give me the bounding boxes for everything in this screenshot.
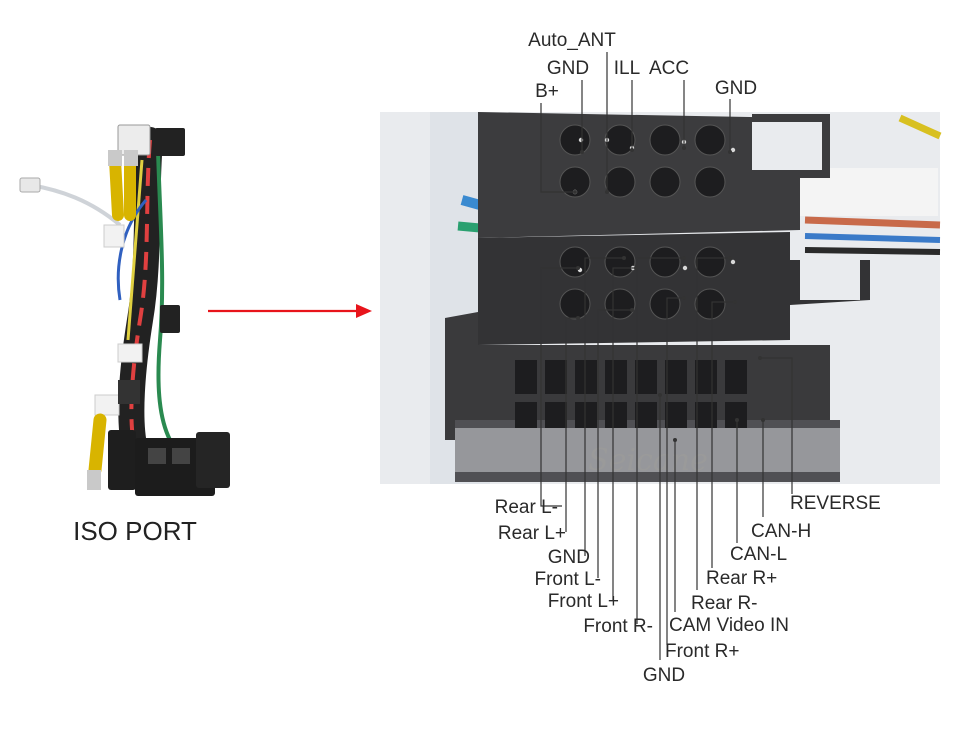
pin-label-auto-ant: Auto_ANT bbox=[528, 30, 616, 51]
bottom-pin-labels: Rear L- Rear L+ GND Front L- Front L+ Fr… bbox=[495, 493, 881, 686]
iso-port-title: ISO PORT bbox=[73, 516, 197, 546]
pin-label-can-h: CAN-H bbox=[751, 521, 811, 542]
bottom-leader-lines bbox=[540, 256, 793, 660]
top-leader-lines bbox=[540, 52, 732, 194]
pin-label-acc: ACC bbox=[649, 58, 689, 79]
pin-label-can-l: CAN-L bbox=[730, 544, 787, 565]
harness-illustration bbox=[19, 124, 230, 496]
pin-label-cam-video-in: CAM Video IN bbox=[669, 615, 789, 636]
connector-photo bbox=[380, 112, 942, 484]
pin-label-rear-l-plus: Rear L+ bbox=[498, 523, 566, 544]
pin-label-reverse: REVERSE bbox=[790, 493, 881, 514]
pin-label-rear-l-minus: Rear L- bbox=[495, 497, 558, 518]
pin-label-rear-r-plus: Rear R+ bbox=[706, 568, 777, 589]
red-arrow-icon bbox=[208, 304, 372, 318]
pin-label-gnd-bottom-1: GND bbox=[548, 547, 590, 568]
pin-label-gnd-bottom-2: GND bbox=[643, 665, 685, 686]
pin-label-front-r-minus: Front R- bbox=[583, 616, 653, 637]
pin-label-b-plus: B+ bbox=[535, 81, 559, 102]
pin-label-gnd-top-2: GND bbox=[715, 78, 757, 99]
pin-label-gnd-top-1: GND bbox=[547, 58, 589, 79]
top-pin-labels: Auto_ANT GND ILL ACC B+ GND bbox=[528, 30, 757, 102]
pin-label-rear-r-minus: Rear R- bbox=[691, 593, 758, 614]
pin-label-ill: ILL bbox=[614, 58, 640, 79]
pin-label-front-l-plus: Front L+ bbox=[548, 591, 619, 612]
seicane-watermark: Seicane bbox=[588, 443, 708, 478]
pin-label-front-r-plus: Front R+ bbox=[665, 641, 739, 662]
pin-label-front-l-minus: Front L- bbox=[534, 569, 601, 590]
